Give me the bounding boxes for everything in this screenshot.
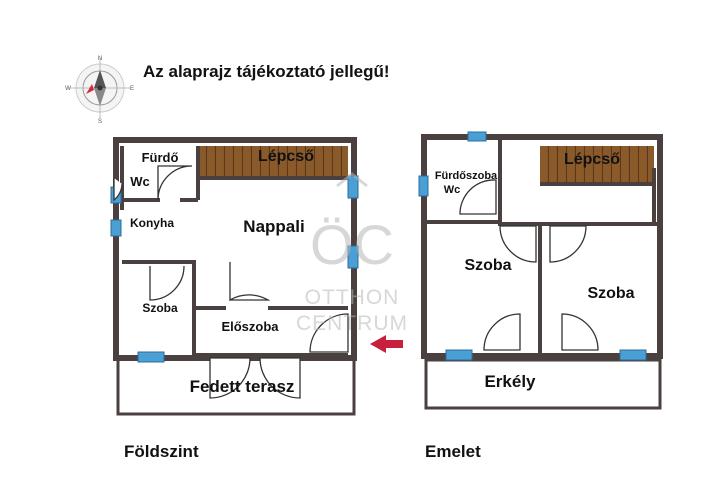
room-label-nappali: Nappali — [243, 217, 304, 236]
compass-s: S — [98, 119, 102, 125]
room-label-eloszoba: Előszoba — [221, 319, 279, 334]
compass-icon: N S E W — [65, 56, 134, 125]
door-swing — [499, 225, 537, 263]
window — [110, 219, 122, 237]
window — [467, 131, 487, 142]
room-label-szoba: Szoba — [142, 301, 178, 315]
room-label-wc: Wc — [130, 174, 150, 189]
room-label-erkely: Erkély — [484, 372, 536, 391]
room-label-szoba-2: Szoba — [587, 285, 634, 302]
door-swing — [483, 313, 521, 351]
ground-stairs — [198, 146, 348, 178]
door-swing — [459, 179, 497, 215]
floor-title-upper: Emelet — [425, 442, 481, 461]
disclaimer-note: Az alaprajz tájékoztató jellegű! — [143, 62, 390, 81]
watermark-line1: OTTHON — [305, 286, 400, 309]
window — [347, 245, 359, 269]
compass-e: E — [130, 86, 134, 92]
ground-inner-walls — [120, 146, 348, 357]
watermark-monogram: ÖC — [310, 213, 394, 276]
upper-windows — [418, 131, 647, 361]
window — [619, 349, 647, 361]
room-label-lepcso: Lépcső — [258, 148, 314, 165]
room-label-terasz: Fedett terasz — [190, 377, 295, 396]
balcony-outline — [424, 358, 662, 410]
door-swing — [229, 262, 271, 302]
upper-floor-plan: Fürdőszoba Wc Lépcső Szoba Szoba Erkély — [418, 131, 663, 410]
window — [137, 351, 165, 363]
upper-doors — [459, 179, 599, 351]
compass-n: N — [98, 56, 102, 62]
upper-outer-wall — [421, 134, 663, 359]
room-label-wc-upper: Wc — [444, 184, 461, 196]
door-swing — [561, 313, 599, 351]
upper-inner-walls — [427, 140, 657, 353]
ground-floor-plan: Fürdő Wc Lépcső Konyha Nappali Szoba Elő… — [110, 137, 359, 416]
entrance-arrow-icon — [370, 335, 403, 353]
floor-title-ground: Földszint — [124, 442, 199, 461]
door-swing — [149, 265, 185, 301]
otthon-centrum-watermark: ÖC OTTHON CENTRUM — [296, 172, 408, 335]
door-swing — [157, 165, 193, 201]
room-label-furdoszoba: Fürdőszoba — [435, 170, 498, 182]
door-swing — [209, 357, 251, 399]
door-swing — [259, 357, 301, 399]
ground-doors — [113, 165, 349, 399]
window — [445, 349, 473, 361]
door-swing — [549, 225, 587, 263]
room-label-lepcso-upper: Lépcső — [564, 151, 620, 168]
room-label-furdo: Fürdő — [142, 150, 179, 165]
watermark-line2: CENTRUM — [296, 312, 408, 335]
compass-w: W — [65, 86, 71, 92]
window — [418, 175, 429, 197]
door-swing — [113, 178, 123, 202]
upper-stairs — [540, 146, 654, 184]
room-label-szoba-1: Szoba — [464, 257, 511, 274]
room-label-konyha: Konyha — [130, 216, 174, 230]
door-swing — [309, 313, 349, 353]
